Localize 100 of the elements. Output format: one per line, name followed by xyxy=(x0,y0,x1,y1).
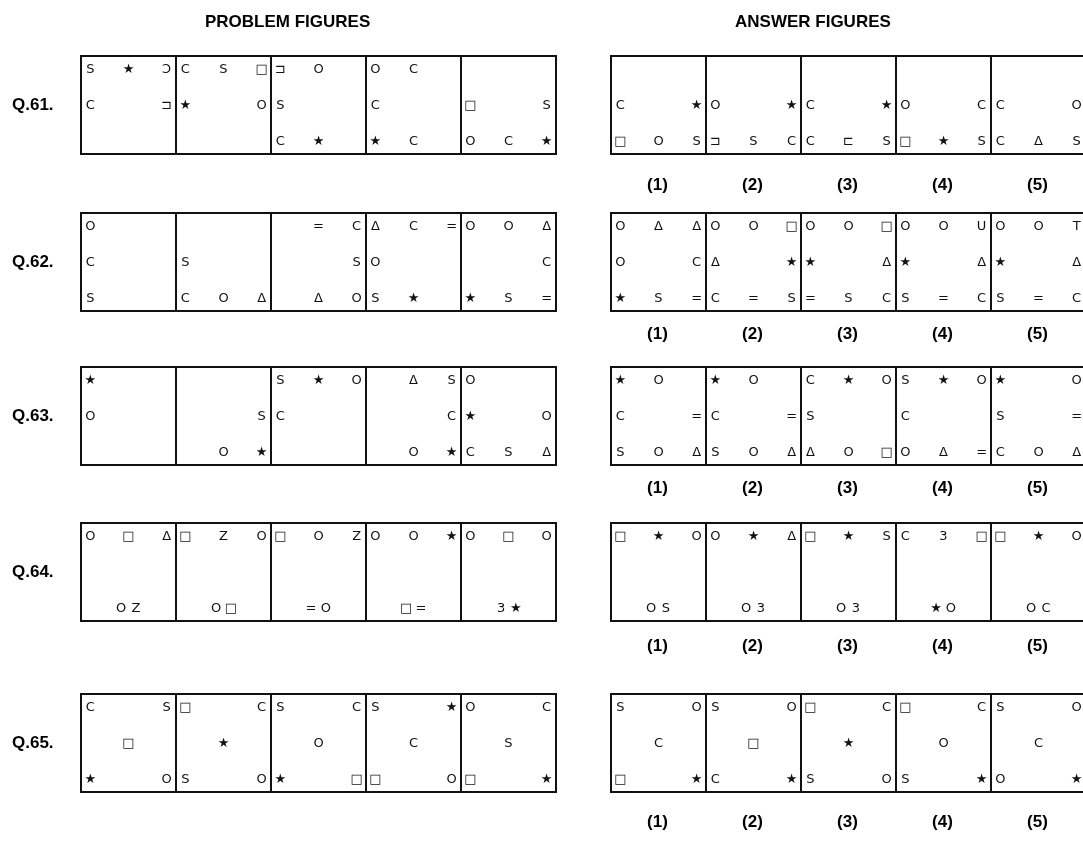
figure-symbol: C xyxy=(900,528,910,543)
figure-symbol: Δ xyxy=(1034,134,1043,149)
figure-symbol: □ xyxy=(614,772,627,787)
figure-symbol: = xyxy=(1033,291,1044,306)
figure-symbol: □ xyxy=(369,772,382,787)
figure-symbol: □ xyxy=(804,528,817,543)
figure-symbol: O xyxy=(995,218,1006,233)
figure-symbol: C xyxy=(85,98,95,112)
figure-symbol: S xyxy=(749,134,758,149)
figure-box xyxy=(895,366,992,466)
figure-box xyxy=(990,366,1083,466)
figure-symbol: □ xyxy=(255,61,268,76)
figure-symbol: □ xyxy=(899,134,912,149)
figure-symbol: □ xyxy=(179,528,192,543)
figure-symbol: O xyxy=(1071,98,1082,112)
figure-symbol: S xyxy=(616,699,625,714)
figure-symbol: ★ xyxy=(614,372,627,387)
figure-symbol: O xyxy=(351,372,362,387)
figure-symbol: S xyxy=(616,445,625,460)
figure-symbol: Δ xyxy=(542,445,552,460)
figure-symbol: ★ xyxy=(274,772,287,787)
figure-symbol: ⊐ xyxy=(274,61,286,76)
figure-box xyxy=(800,366,897,466)
figure-symbol: C xyxy=(503,134,514,149)
figure-symbol: Δ xyxy=(370,218,380,233)
figure-symbol: ★ xyxy=(937,134,950,149)
figure-symbol: □ xyxy=(614,134,627,149)
figure-symbol: = xyxy=(691,291,703,306)
option-number: (5) xyxy=(1027,175,1048,195)
figure-symbol: S xyxy=(901,772,910,787)
figure-symbol: O xyxy=(938,218,949,233)
option-number: (5) xyxy=(1027,636,1048,656)
figure-symbol: O xyxy=(786,699,797,714)
figure-symbol: S xyxy=(654,291,663,306)
figure-symbol: C xyxy=(447,409,457,423)
option-number: (4) xyxy=(932,812,953,832)
figure-symbol: C xyxy=(352,218,362,233)
figure-box xyxy=(270,212,367,312)
option-number: (3) xyxy=(837,324,858,344)
figure-box xyxy=(610,212,707,312)
figure-box xyxy=(80,366,177,466)
figure-symbol: S xyxy=(806,772,815,787)
figure-symbol: C xyxy=(977,98,987,112)
figure-symbol: O xyxy=(465,699,476,714)
figure-symbol: Z xyxy=(352,528,362,543)
figure-symbol: O xyxy=(945,601,957,616)
figure-box xyxy=(365,55,462,155)
figure-symbol: Δ xyxy=(314,291,323,306)
figure-symbol: C xyxy=(710,291,720,306)
figure-symbol: C xyxy=(257,699,267,714)
figure-symbol: ★ xyxy=(369,134,382,149)
figure-box xyxy=(705,693,802,793)
figure-symbol: S xyxy=(371,291,380,306)
figure-symbol: □ xyxy=(880,445,893,460)
section-heading: ANSWER FIGURES xyxy=(735,12,891,32)
figure-symbol: S xyxy=(806,409,815,423)
figure-symbol: O xyxy=(835,601,847,616)
figure-symbol: S xyxy=(86,61,95,76)
figure-box xyxy=(270,522,367,622)
figure-symbol: ★ xyxy=(690,98,703,112)
figure-symbol: = xyxy=(786,409,798,423)
figure-symbol: Δ xyxy=(710,255,720,269)
figure-symbol: = xyxy=(691,409,703,423)
figure-symbol: ★ xyxy=(804,255,817,269)
figure-symbol: O xyxy=(1071,528,1082,543)
figure-box xyxy=(175,55,272,155)
figure-symbol: ★ xyxy=(464,291,477,306)
figure-symbol: S xyxy=(996,699,1005,714)
figure-symbol: □ xyxy=(747,736,760,750)
figure-symbol: □ xyxy=(350,772,363,787)
figure-box xyxy=(895,212,992,312)
figure-symbol: Δ xyxy=(939,445,948,460)
figure-symbol: □ xyxy=(274,528,287,543)
figure-symbol: O xyxy=(748,445,759,460)
figure-symbol: □ xyxy=(122,736,135,750)
figure-symbol: C xyxy=(710,409,720,423)
figure-symbol: C xyxy=(805,134,815,149)
figure-symbol: O xyxy=(320,601,332,616)
option-number: (5) xyxy=(1027,478,1048,498)
figure-symbol: O xyxy=(465,218,476,233)
figure-symbol: O xyxy=(370,255,381,269)
figure-symbol: O xyxy=(938,736,949,750)
figure-symbol: = xyxy=(1071,409,1083,423)
figure-symbol: C xyxy=(1033,736,1044,750)
option-number: (3) xyxy=(837,636,858,656)
figure-symbol: = xyxy=(938,291,949,306)
option-number: (2) xyxy=(742,175,763,195)
figure-symbol: ⊐ xyxy=(161,98,173,112)
figure-symbol: O xyxy=(1033,445,1044,460)
figure-symbol: ★ xyxy=(445,699,458,714)
figure-symbol: O xyxy=(653,372,664,387)
figure-symbol: T xyxy=(1072,218,1081,233)
option-number: (2) xyxy=(742,636,763,656)
figure-box xyxy=(610,522,707,622)
figure-symbol: ★ xyxy=(445,528,458,543)
figure-symbol: C xyxy=(977,291,987,306)
figure-symbol: C xyxy=(180,61,190,76)
figure-symbol: S xyxy=(787,291,796,306)
figure-symbol: O xyxy=(408,528,419,543)
figure-box xyxy=(705,366,802,466)
